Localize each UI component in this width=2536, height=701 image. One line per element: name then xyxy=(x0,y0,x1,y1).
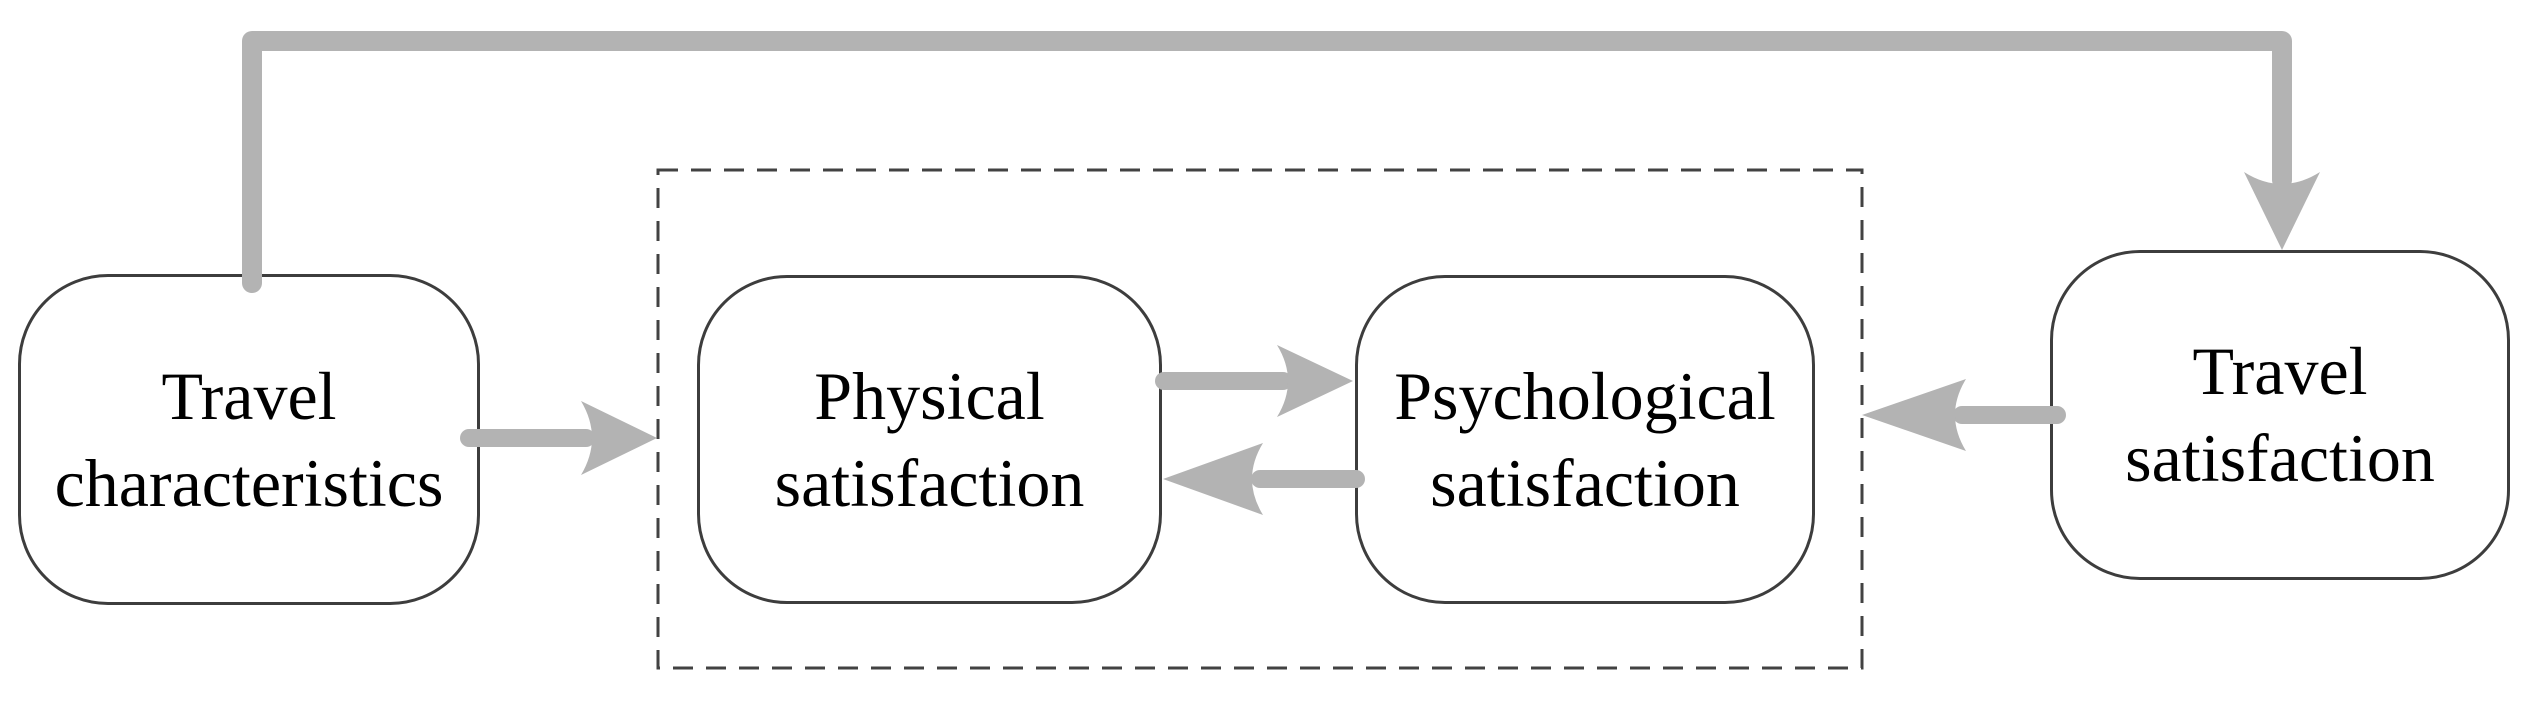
arrow-travelsat-to-mediation xyxy=(1862,379,2066,451)
node-label-line: Travel xyxy=(2192,333,2368,409)
node-label-line: satisfaction xyxy=(774,444,1085,521)
arrow-line xyxy=(242,31,2292,293)
node-label-line: satisfaction xyxy=(1430,444,1740,521)
arrowhead-right-icon xyxy=(581,401,657,475)
node-label-line: Travel xyxy=(161,357,337,434)
node-label-line: satisfaction xyxy=(2125,420,2435,496)
node-travel-characteristics: Travel characteristics xyxy=(18,274,480,605)
node-psychological-satisfaction: Psychological satisfaction xyxy=(1355,275,1815,604)
arrow-travelchar-to-mediation xyxy=(460,401,657,475)
arrow-physical-to-psychological xyxy=(1155,345,1353,417)
arrowhead-right-icon xyxy=(1277,345,1353,417)
arrowhead-down-icon xyxy=(2244,172,2320,250)
node-label-line: Psychological xyxy=(1394,357,1776,434)
node-label-line: Physical xyxy=(814,357,1045,434)
node-physical-satisfaction: Physical satisfaction xyxy=(697,275,1162,604)
arrowhead-left-icon xyxy=(1862,379,1966,451)
arrowhead-left-icon xyxy=(1163,443,1263,515)
arrow-psychological-to-physical xyxy=(1163,443,1365,515)
node-travel-satisfaction: Travel satisfaction xyxy=(2050,250,2510,580)
node-label-line: characteristics xyxy=(54,444,444,521)
arrow-travelchar-to-travelsat xyxy=(242,31,2320,293)
